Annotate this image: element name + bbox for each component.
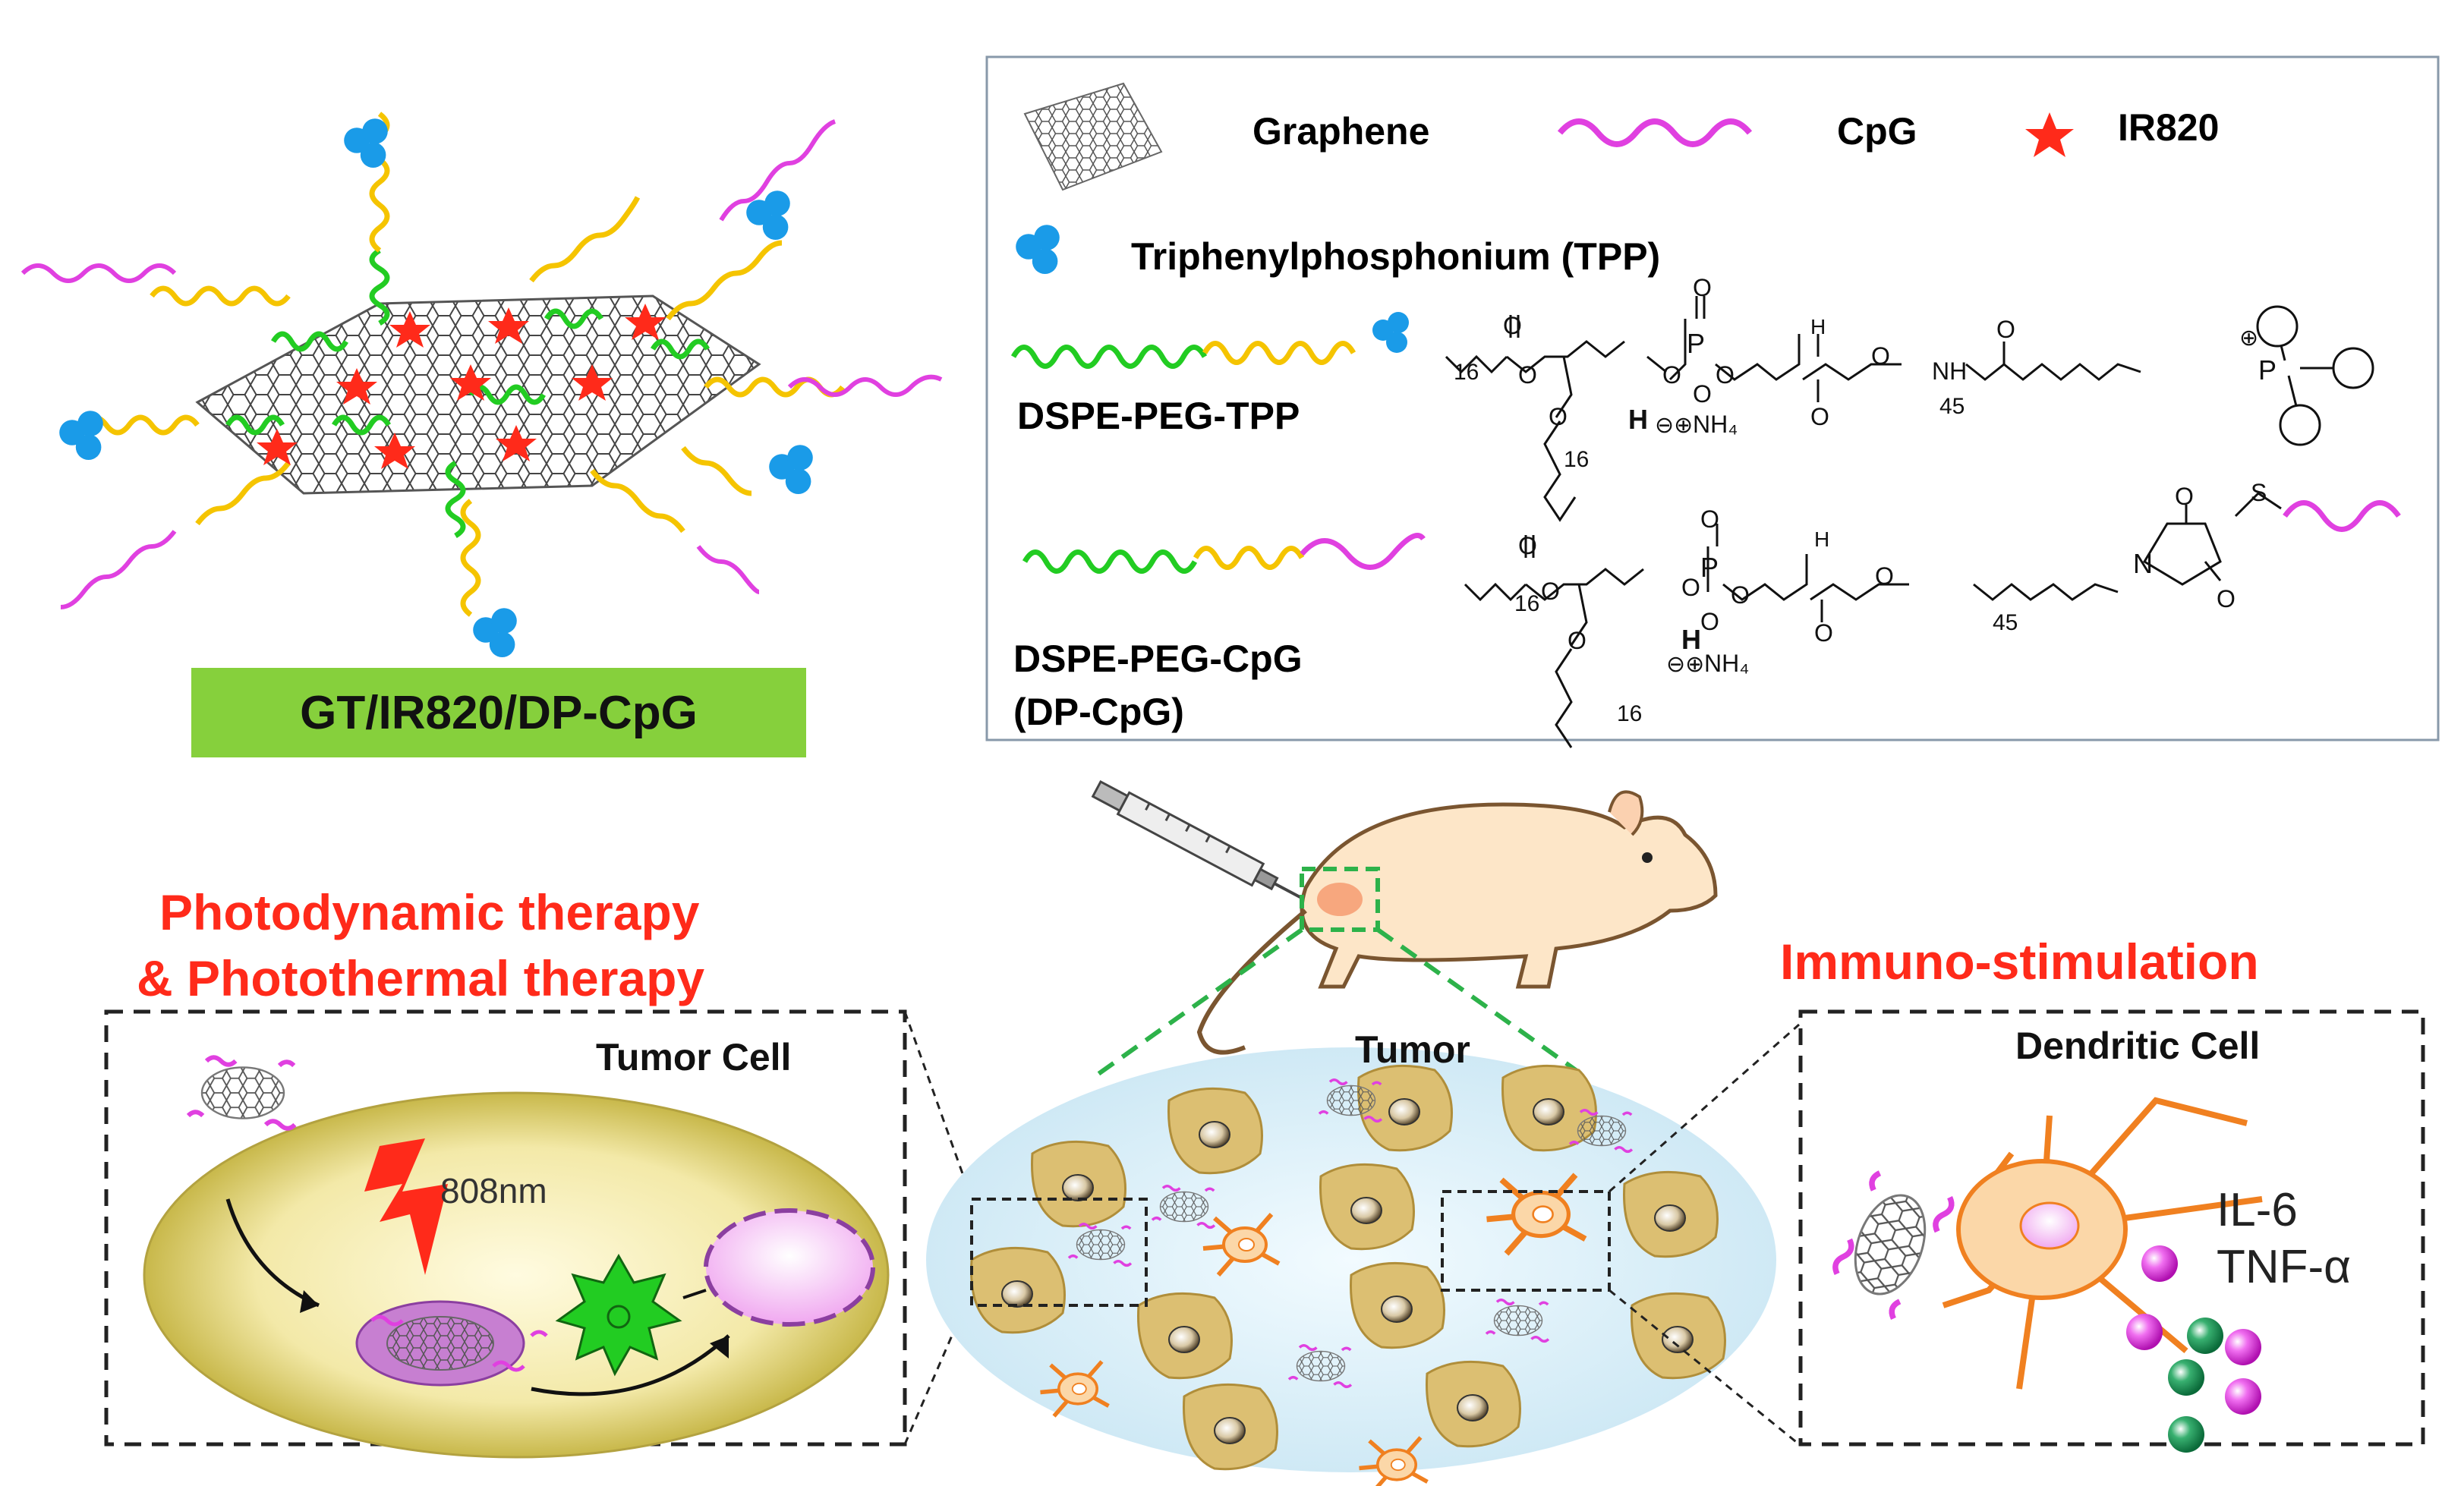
svg-text:NH: NH bbox=[1932, 357, 1967, 385]
svg-text:H: H bbox=[1810, 315, 1826, 338]
dspe-peg-cpg-icon bbox=[1022, 533, 1426, 574]
legend-tpp-label: Triphenylphosphonium (TPP) bbox=[1131, 235, 1660, 278]
syringe-icon bbox=[1091, 779, 1315, 907]
svg-text:O: O bbox=[1716, 361, 1735, 389]
svg-text:O: O bbox=[2217, 585, 2236, 612]
svg-text:O: O bbox=[1693, 274, 1712, 301]
ir820-star-icon bbox=[2025, 112, 2074, 157]
tumor-cell-box bbox=[104, 1009, 907, 1459]
svg-text:N: N bbox=[2133, 548, 2153, 579]
dspe-peg-cpg-label: DSPE-PEG-CpG bbox=[1013, 638, 1303, 680]
transport-arrow bbox=[531, 1334, 730, 1396]
dendritic-cell-box bbox=[1798, 1009, 2425, 1453]
tumor-cell-label: Tumor Cell bbox=[596, 1036, 791, 1078]
svg-text:H: H bbox=[1814, 527, 1829, 551]
immuno-title: Immuno-stimulation bbox=[1780, 933, 2259, 990]
dp-cpg-label: (DP-CpG) bbox=[1013, 691, 1184, 733]
svg-text:O: O bbox=[1996, 316, 2015, 343]
svg-text:O: O bbox=[1503, 312, 1522, 339]
svg-text:O: O bbox=[1662, 361, 1681, 389]
dspe-peg-cpg-structure bbox=[1464, 492, 2282, 748]
svg-text:NH₄: NH₄ bbox=[1704, 650, 1749, 677]
svg-text:16: 16 bbox=[1514, 591, 1539, 616]
dspe-peg-cpg-chem-text: O 16 O O 16 H O P O O ⊖⊕ NH₄ O H O O 45 … bbox=[1514, 479, 2267, 726]
zoom-lines bbox=[1092, 927, 1588, 1080]
svg-text:O: O bbox=[1731, 581, 1750, 609]
svg-text:O: O bbox=[1518, 532, 1537, 559]
svg-text:NH₄: NH₄ bbox=[1693, 411, 1738, 438]
svg-text:S: S bbox=[2251, 479, 2267, 506]
svg-text:16: 16 bbox=[1617, 701, 1642, 726]
svg-text:H: H bbox=[1681, 624, 1701, 655]
tumor-region bbox=[926, 1047, 1776, 1486]
svg-text:O: O bbox=[1700, 505, 1719, 533]
svg-text:45: 45 bbox=[1993, 610, 2018, 635]
laser-wavelength-label: 808nm bbox=[440, 1171, 547, 1211]
svg-text:16: 16 bbox=[1564, 447, 1589, 472]
graphene-icon bbox=[1023, 82, 1163, 191]
svg-text:45: 45 bbox=[1939, 394, 1965, 419]
ir820-stars bbox=[257, 304, 666, 469]
nanoparticle-label: GT/IR820/DP-CpG bbox=[300, 687, 698, 739]
svg-text:O: O bbox=[1681, 574, 1700, 601]
pdt-title-line1: Photodynamic therapy bbox=[159, 884, 700, 940]
dendritic-cell-label: Dendritic Cell bbox=[2015, 1025, 2260, 1067]
svg-text:O: O bbox=[1518, 361, 1537, 389]
dspe-peg-tpp-label: DSPE-PEG-TPP bbox=[1017, 395, 1300, 437]
mouse-icon bbox=[1196, 790, 1718, 1055]
svg-text:P: P bbox=[1700, 552, 1719, 583]
svg-text:O: O bbox=[1693, 380, 1712, 408]
svg-text:O: O bbox=[1875, 562, 1894, 590]
dendritic-cell-icon bbox=[1942, 1097, 2263, 1390]
svg-text:O: O bbox=[1568, 627, 1586, 654]
legend-graphene-label: Graphene bbox=[1252, 110, 1429, 153]
svg-text:P: P bbox=[2258, 354, 2277, 386]
svg-text:O: O bbox=[1810, 403, 1829, 430]
svg-text:O: O bbox=[2175, 483, 2194, 510]
svg-text:O: O bbox=[1549, 403, 1568, 430]
dspe-peg-tpp-icon bbox=[1010, 312, 1409, 369]
dspe-peg-tpp-structure bbox=[1445, 296, 2374, 522]
cytokine-il6: IL-6 bbox=[2217, 1184, 2298, 1236]
svg-text:⊕: ⊕ bbox=[2239, 326, 2258, 351]
svg-text:⊖⊕: ⊖⊕ bbox=[1666, 652, 1704, 677]
cytokine-balls bbox=[2126, 1245, 2261, 1453]
dspe-peg-tpp-chem-text: O 16 O O 16 H O P O O ⊖⊕ NH₄ O H O O 45 … bbox=[1454, 274, 2277, 472]
nanoparticle-label-box bbox=[191, 668, 806, 757]
cytokine-tnf: TNF-α bbox=[2217, 1241, 2351, 1293]
svg-text:O: O bbox=[1700, 608, 1719, 635]
cpg-wave-icon bbox=[1557, 118, 1753, 147]
ros-burst-icon bbox=[555, 1253, 682, 1377]
svg-text:O: O bbox=[1541, 578, 1560, 605]
svg-text:O: O bbox=[1871, 342, 1890, 370]
dspe-peg-cpg-structure-cpg bbox=[2283, 500, 2401, 532]
laser-bolt-icon bbox=[364, 1138, 448, 1275]
svg-text:O: O bbox=[1814, 619, 1833, 647]
svg-text:H: H bbox=[1628, 404, 1648, 435]
legend-ir820-label: IR820 bbox=[2118, 106, 2219, 149]
legend-cpg-label: CpG bbox=[1837, 110, 1917, 153]
svg-text:P: P bbox=[1687, 328, 1705, 359]
legend-panel: Graphene CpG IR820 Triphenylphosphonium … bbox=[985, 55, 2440, 748]
tumor-label: Tumor bbox=[1355, 1028, 1470, 1071]
svg-text:16: 16 bbox=[1454, 360, 1479, 385]
pdt-title-line2: & Photothermal therapy bbox=[137, 950, 704, 1006]
svg-text:⊖⊕: ⊖⊕ bbox=[1655, 413, 1693, 438]
nanoparticle-illustration bbox=[20, 112, 943, 657]
